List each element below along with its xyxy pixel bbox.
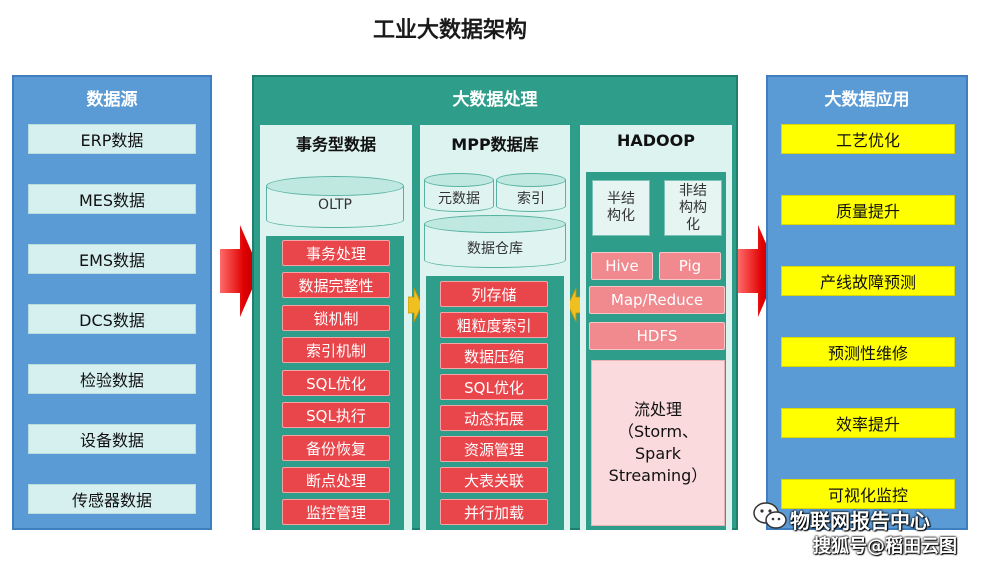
mpp-item: 资源管理 bbox=[440, 436, 548, 462]
transactional-item: 监控管理 bbox=[282, 499, 390, 525]
hdfs-box: HDFS bbox=[589, 322, 725, 350]
source-item: EMS数据 bbox=[28, 244, 196, 274]
index-cylinder-top bbox=[496, 173, 566, 187]
mpp-item: 大表关联 bbox=[440, 467, 548, 493]
page-title: 工业大数据架构 bbox=[372, 18, 527, 43]
warehouse-label: 数据仓库 bbox=[467, 241, 523, 257]
mpp-item: 并行加载 bbox=[440, 499, 548, 525]
source-item: 传感器数据 bbox=[28, 484, 196, 514]
pig-box: Pig bbox=[659, 252, 721, 280]
semi-structured-box: 半结 构化 bbox=[592, 180, 650, 236]
application-item: 质量提升 bbox=[781, 195, 955, 225]
transactional-item: SQL优化 bbox=[282, 370, 390, 396]
application-item: 效率提升 bbox=[781, 408, 955, 438]
metadata-label: 元数据 bbox=[438, 191, 480, 207]
source-item: ERP数据 bbox=[28, 124, 196, 154]
mpp-item: SQL优化 bbox=[440, 374, 548, 400]
oltp-label: OLTP bbox=[318, 197, 352, 213]
transactional-item: 锁机制 bbox=[282, 305, 390, 331]
warehouse-cylinder-top bbox=[424, 215, 566, 233]
hive-box: Hive bbox=[591, 252, 653, 280]
application-item: 产线故障预测 bbox=[781, 266, 955, 296]
flow-arrow-right-icon bbox=[220, 225, 260, 317]
wechat-icon bbox=[753, 502, 787, 529]
transactional-item: 断点处理 bbox=[282, 467, 390, 493]
hadoop-heading: HADOOP bbox=[617, 131, 695, 150]
transactional-item: 数据完整性 bbox=[282, 272, 390, 298]
application-heading: 大数据应用 bbox=[824, 90, 910, 110]
mpp-heading: MPP数据库 bbox=[451, 135, 539, 154]
application-item: 可视化监控 bbox=[781, 479, 955, 509]
watermark-line2: 搜狐号@稻田云图 bbox=[813, 536, 957, 557]
mpp-item: 粗粒度索引 bbox=[440, 312, 548, 338]
mpp-item: 列存储 bbox=[440, 281, 548, 307]
metadata-cylinder-top bbox=[424, 173, 494, 187]
unstructured-box: 非结 构构 化 bbox=[664, 180, 722, 236]
data-source-heading: 数据源 bbox=[86, 90, 138, 110]
arrow-right-icon bbox=[408, 288, 422, 322]
transactional-item: SQL执行 bbox=[282, 402, 390, 428]
transactional-item: 备份恢复 bbox=[282, 435, 390, 461]
source-item: DCS数据 bbox=[28, 304, 196, 334]
source-item: 检验数据 bbox=[28, 364, 196, 394]
transactional-item: 索引机制 bbox=[282, 337, 390, 363]
mpp-item: 动态拓展 bbox=[440, 405, 548, 431]
source-item: MES数据 bbox=[28, 184, 196, 214]
index-label: 索引 bbox=[517, 191, 545, 207]
mapreduce-box: Map/Reduce bbox=[589, 286, 725, 314]
mpp-item: 数据压缩 bbox=[440, 343, 548, 369]
oltp-cylinder-top bbox=[266, 176, 404, 196]
application-item: 预测性维修 bbox=[781, 337, 955, 367]
transactional-item: 事务处理 bbox=[282, 240, 390, 266]
stream-processing-box: 流处理 （Storm、 Spark Streaming） bbox=[591, 360, 725, 526]
application-item: 工艺优化 bbox=[781, 124, 955, 154]
transactional-heading: 事务型数据 bbox=[295, 135, 376, 154]
source-item: 设备数据 bbox=[28, 424, 196, 454]
processing-heading: 大数据处理 bbox=[452, 90, 538, 110]
watermark-line1: 物联网报告中心 bbox=[790, 509, 930, 533]
